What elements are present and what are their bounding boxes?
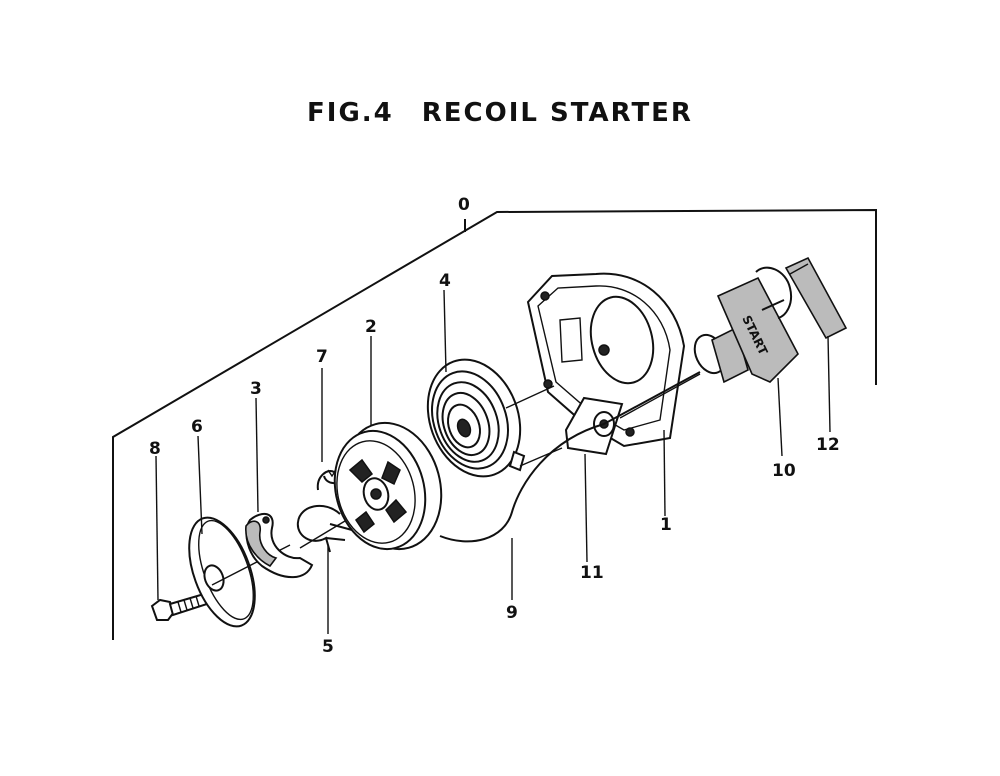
part-bolt bbox=[150, 592, 209, 621]
callout-11: 11 bbox=[580, 563, 604, 583]
assembly-bracket bbox=[112, 208, 877, 640]
part-rope bbox=[439, 371, 701, 543]
callout-12: 12 bbox=[816, 435, 840, 455]
callout-4: 4 bbox=[439, 271, 451, 291]
part-ratchet bbox=[245, 512, 314, 579]
callout-6: 6 bbox=[191, 417, 203, 437]
callout-0: 0 bbox=[458, 195, 470, 215]
part-reel bbox=[333, 421, 443, 551]
figure-title: FIG.4 RECOIL STARTER bbox=[0, 98, 1000, 128]
callout-3: 3 bbox=[250, 379, 262, 399]
callout-1: 1 bbox=[660, 515, 672, 535]
figure-name: RECOIL STARTER bbox=[421, 98, 693, 128]
callout-8: 8 bbox=[149, 439, 161, 459]
callout-10: 10 bbox=[772, 461, 796, 481]
callout-7: 7 bbox=[316, 347, 328, 367]
callout-2: 2 bbox=[365, 317, 377, 337]
callout-9: 9 bbox=[506, 603, 518, 623]
callout-5: 5 bbox=[322, 637, 334, 657]
part-grip-cover bbox=[784, 256, 848, 340]
leader-lines bbox=[155, 289, 831, 634]
figure-number: FIG.4 bbox=[307, 98, 394, 128]
callout-labels: 0 1 2 3 4 5 6 7 8 9 10 11 12 bbox=[149, 195, 840, 657]
part-handle: START bbox=[693, 266, 799, 384]
